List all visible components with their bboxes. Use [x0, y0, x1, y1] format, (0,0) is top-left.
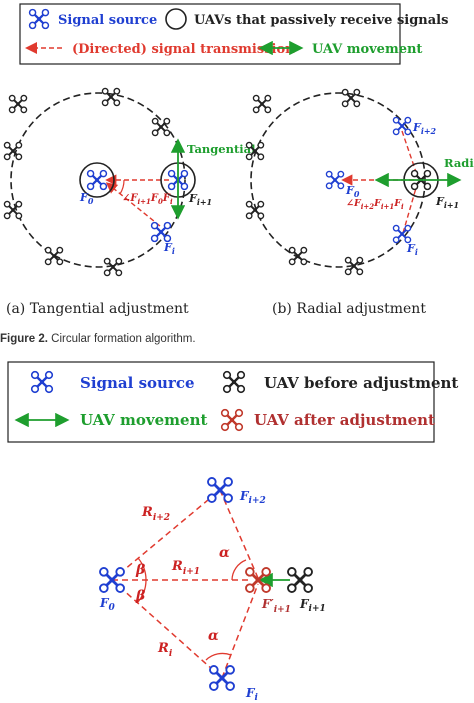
uav-icon [3, 200, 23, 220]
signal-source-icon [325, 170, 345, 190]
angle-label: ∠Fi+1F0Fi [122, 193, 173, 206]
legend-uav-before: UAV before adjustment [264, 374, 458, 392]
fi1-prime-label: F′i+1 [261, 597, 291, 615]
signal-source-icon [86, 169, 108, 191]
side-upper [219, 489, 259, 579]
uav-icon [101, 87, 121, 107]
side-ri [111, 579, 223, 679]
angle-label: ∠Fi+2Fi+1Fi [346, 198, 404, 211]
legend-top-box [19, 3, 401, 65]
angle-arc [119, 179, 125, 195]
legend-signal-source: Signal source [58, 13, 157, 28]
f0-label: F0 [345, 184, 360, 199]
side-lower [221, 583, 259, 679]
signal-source-icon [98, 566, 126, 594]
uav-icon [252, 94, 272, 114]
legend-top: Signal source UAVs that passively receiv… [19, 3, 448, 65]
legend-movement: UAV movement [80, 411, 207, 429]
beta-label-upper: β [135, 562, 146, 578]
uav-icon [341, 88, 361, 108]
alpha-label-upper: α [219, 545, 230, 561]
receive-circle-icon [79, 162, 115, 198]
figure-caption: Figure 2. Circular formation algorithm. [0, 333, 196, 345]
legend-uavs-receive: UAVs that passively receive signals [194, 13, 448, 28]
fi-label: Fi [245, 686, 259, 703]
alpha-arc-upper [231, 559, 247, 581]
fi1-label: Fi+1 [299, 597, 326, 614]
panel-b-caption: (b) Radial adjustment [272, 301, 426, 317]
fi2-label: Fi+2 [412, 121, 437, 136]
legend-transmission: (Directed) signal transmission [72, 42, 295, 57]
alpha-arc-lower [205, 652, 232, 661]
side-ri2 [111, 489, 221, 581]
legend-bottom: Signal source UAV before adjustment UAV … [7, 361, 458, 443]
fi-label: Fi [163, 241, 175, 256]
signal-source-icon [206, 476, 234, 504]
geometry-diagram: Ri+2 Ri+1 Ri β β α α F0 Fi+2 Fi F′i+1 Fi… [98, 476, 326, 703]
ri1-label: Ri+1 [171, 559, 200, 577]
signal-source-icon [208, 664, 236, 692]
fi-label: Fi [406, 242, 418, 257]
alpha-label-lower: α [208, 628, 219, 644]
fi2-label: Fi+2 [239, 489, 266, 506]
uav-icon [8, 94, 28, 114]
ri2-label: Ri+2 [141, 505, 170, 523]
uav-icon [288, 246, 308, 266]
fi1-label: Fi+1 [188, 192, 212, 207]
legend-signal-source: Signal source [80, 374, 195, 392]
uav-icon [3, 141, 23, 161]
legend-movement: UAV movement [312, 42, 422, 57]
panel-a: Tangential F0 Fi+1 Fi ∠Fi+1F0Fi [3, 87, 256, 277]
f0-label: F0 [79, 191, 94, 206]
uav-icon [286, 566, 314, 594]
panel-b: Radial F0 Fi+2 Fi+1 Fi ∠Fi+2Fi+1Fi [245, 88, 474, 276]
signal-source-icon [392, 224, 412, 244]
beta-arc-lower [136, 579, 147, 604]
legend-bottom-box [7, 361, 435, 443]
ri-label: Ri [157, 641, 173, 659]
tangential-label: Tangential [187, 142, 256, 156]
receive-circle-icon [165, 8, 187, 30]
legend-uav-after: UAV after adjustment [254, 411, 435, 429]
fi1-label: Fi+1 [435, 195, 459, 210]
transmission-line [105, 182, 161, 227]
f0-label: F0 [99, 596, 116, 613]
radial-label: Radial [444, 156, 474, 170]
panel-a-caption: (a) Tangential adjustment [6, 301, 189, 317]
beta-arc-upper [137, 557, 147, 581]
beta-label-lower: β [135, 588, 146, 604]
uav-icon [44, 246, 64, 266]
